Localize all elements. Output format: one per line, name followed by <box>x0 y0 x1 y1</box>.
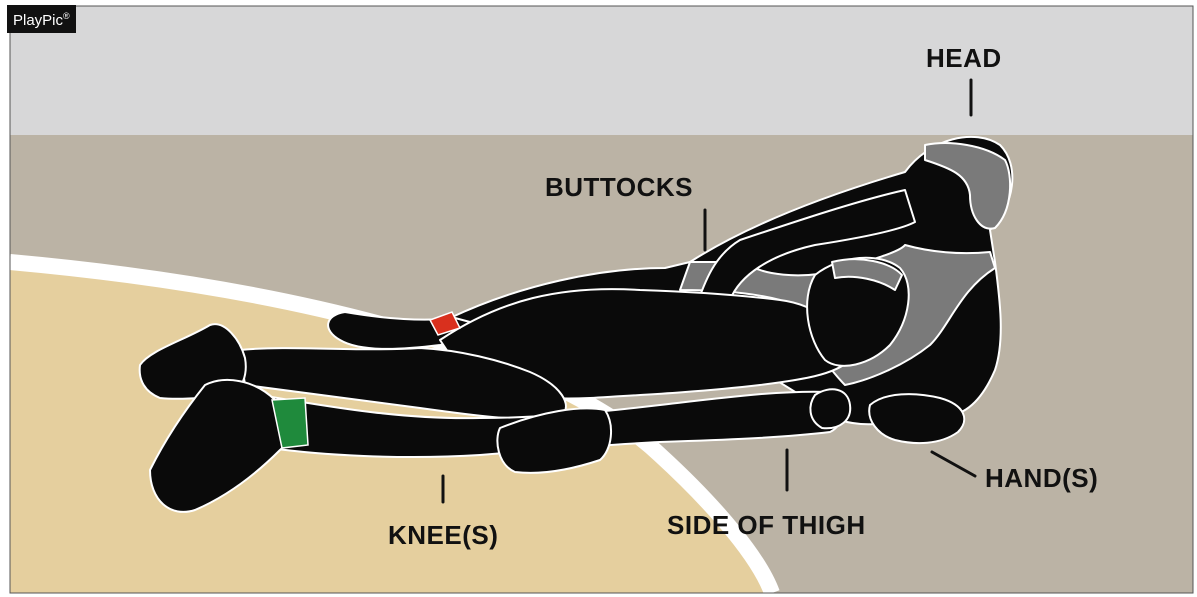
label-buttocks: BUTTOCKS <box>545 172 693 203</box>
label-head: HEAD <box>926 43 1002 74</box>
label-knees: KNEE(S) <box>388 520 498 551</box>
label-hands: HAND(S) <box>985 463 1098 494</box>
registered-mark: ® <box>63 11 70 21</box>
brand-badge: PlayPic® <box>7 5 76 33</box>
top-wrestler-hand <box>869 394 964 443</box>
background-wall <box>10 6 1193 136</box>
brand-name: PlayPic <box>13 12 63 29</box>
bottom-wrestler-hand <box>810 389 850 428</box>
label-side-of-thigh: SIDE OF THIGH <box>667 510 866 541</box>
